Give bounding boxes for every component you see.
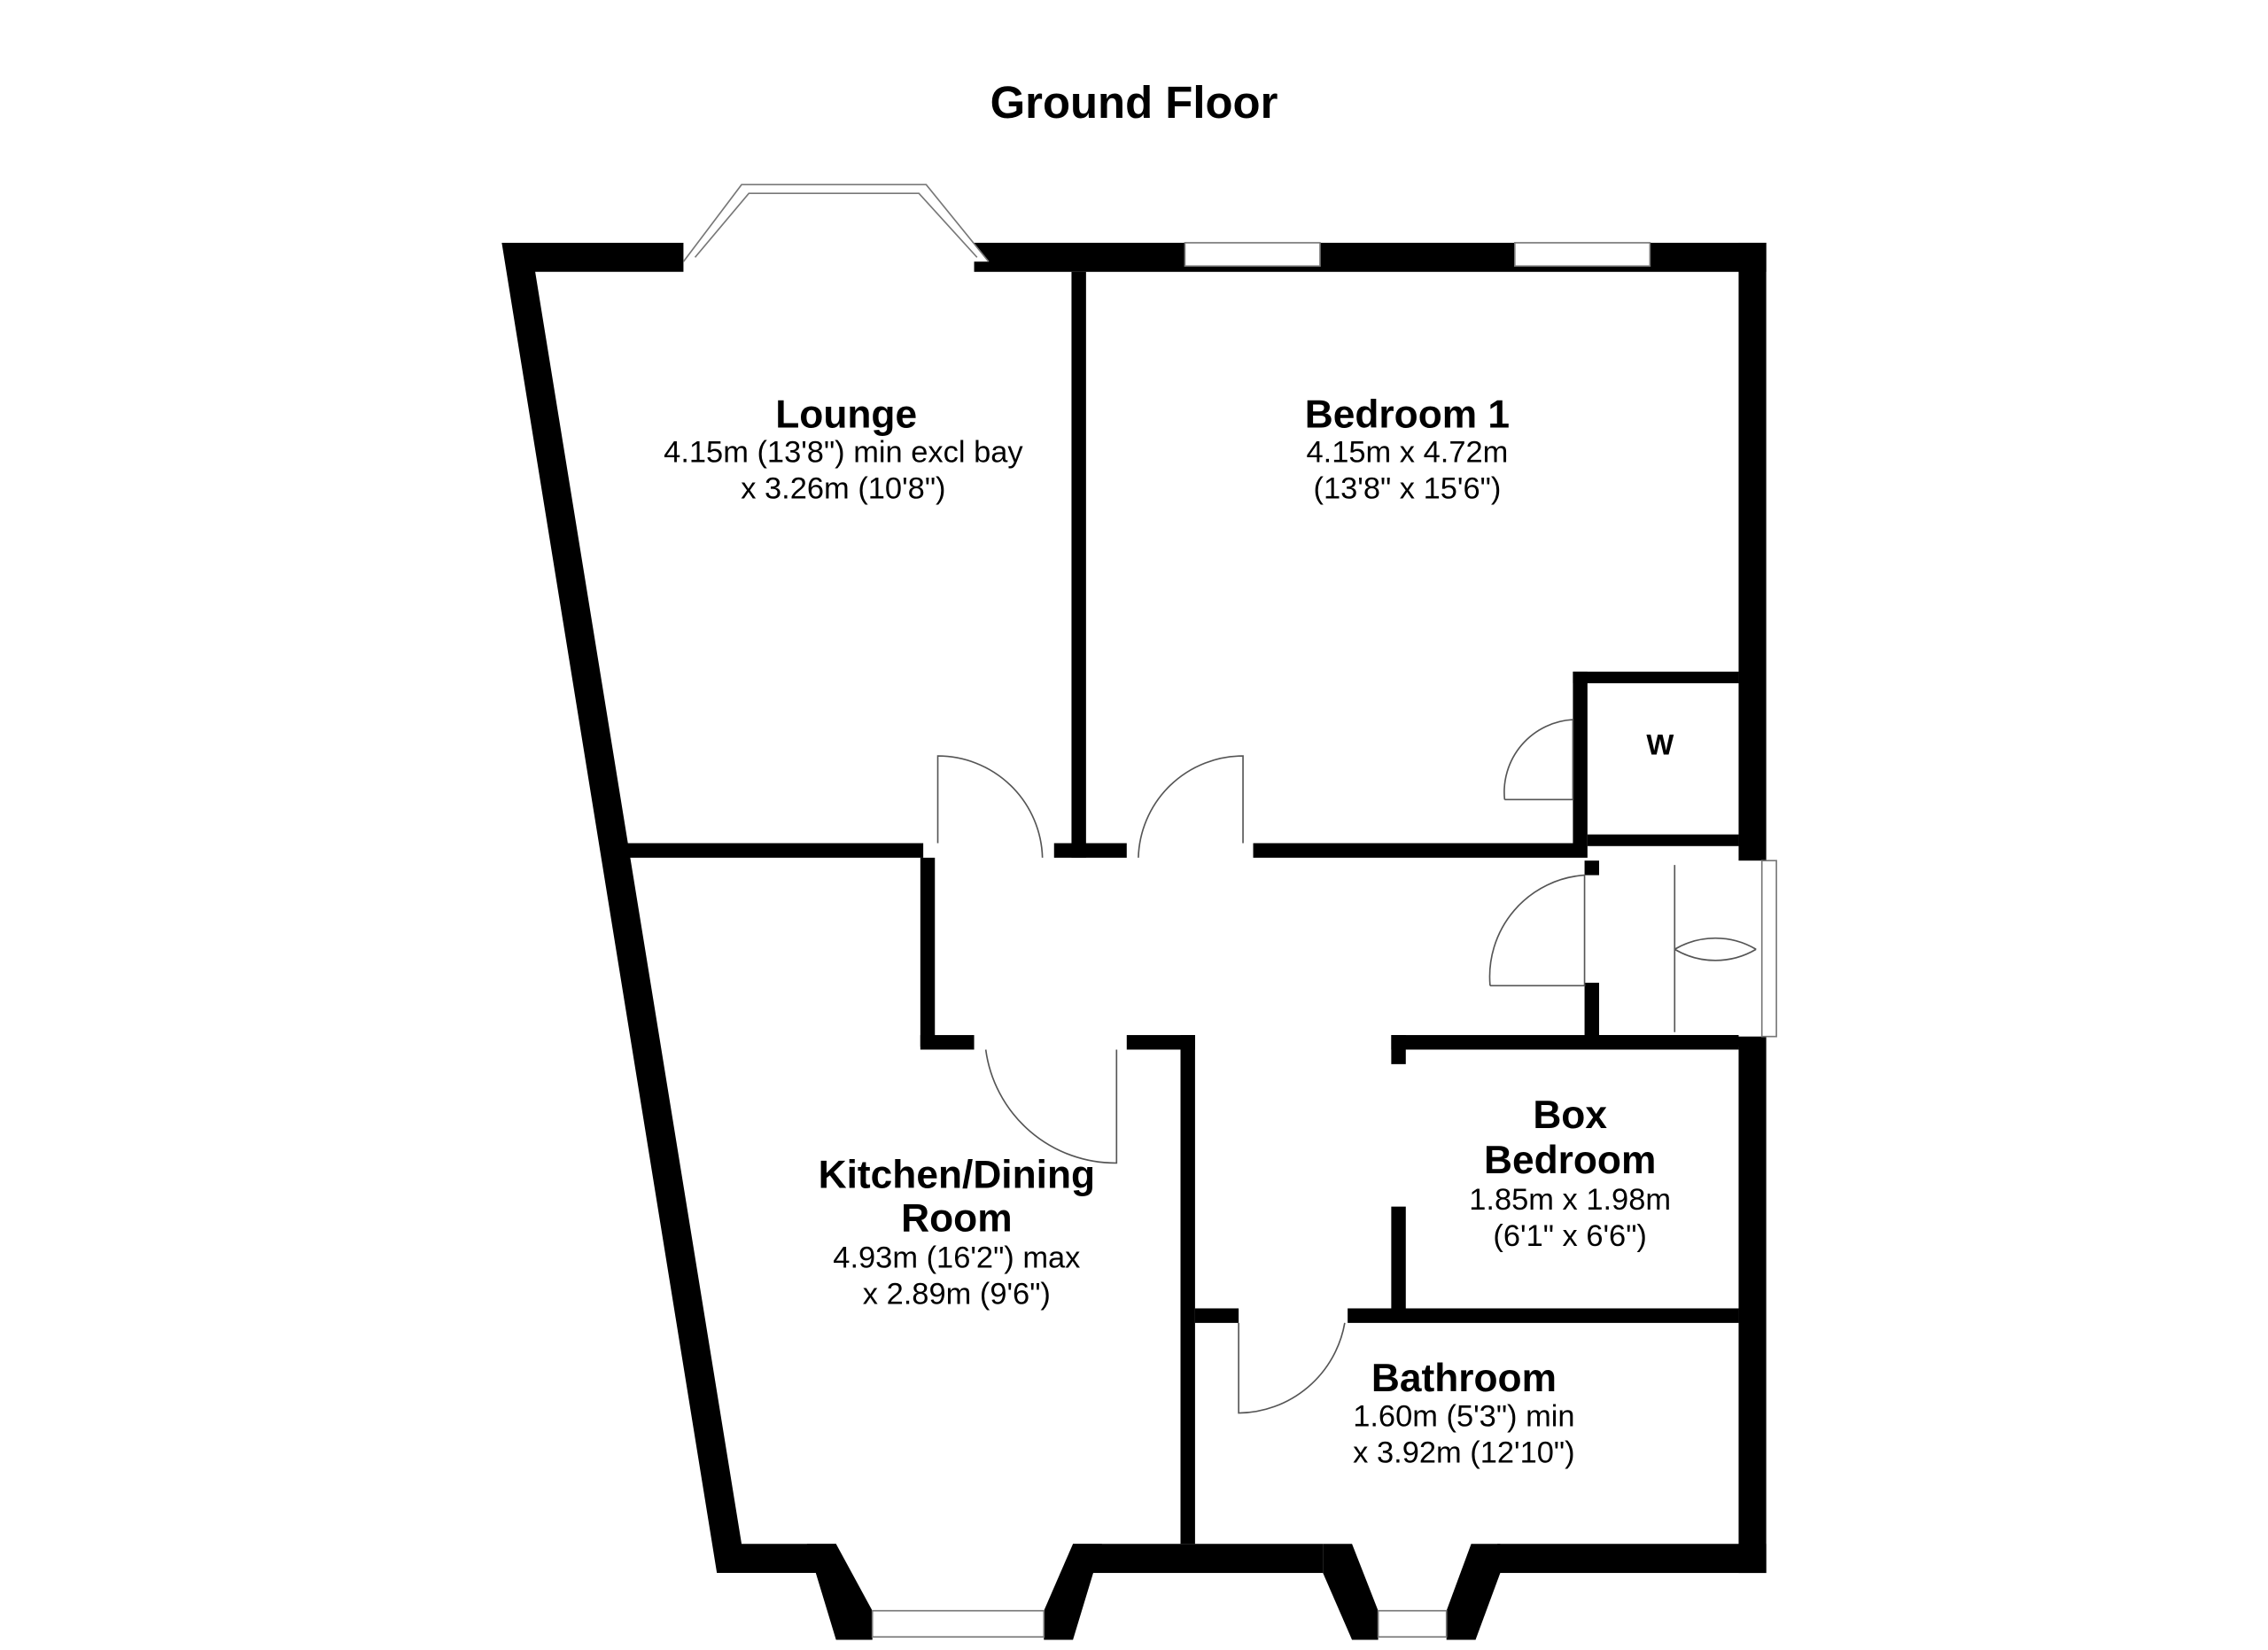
doors [936, 719, 1757, 1414]
walls [501, 242, 1767, 1640]
kitchen-dim2: x 2.89m (9'6") [863, 1278, 1051, 1311]
bathroom-dim2: x 3.92m (12'10") [1353, 1436, 1574, 1469]
wardrobe-label: W [1646, 728, 1674, 760]
door-kitchen [984, 1049, 1118, 1164]
kitchen-dim1: 4.93m (16'2") max [833, 1241, 1080, 1275]
door-cupboard [1488, 874, 1586, 987]
bathroom-name: Bathroom [1371, 1357, 1557, 1400]
window-bedroom-2 [1513, 242, 1651, 268]
door-bedroom [1138, 755, 1244, 858]
box-bedroom-name1: Box [1533, 1094, 1607, 1137]
window-right [1760, 860, 1777, 1038]
lounge-name: Lounge [775, 393, 917, 436]
floor-title: Ground Floor [990, 77, 1278, 128]
room-labels: Lounge 4.15m (13'8") min excl bay x 3.26… [664, 393, 1674, 1469]
right-wall-upper [1738, 242, 1767, 861]
window-bathroom [1377, 1609, 1448, 1638]
windows [682, 183, 1777, 1638]
kitchen-name2: Room [901, 1197, 1012, 1241]
lounge-dim2: x 3.26m (10'8") [741, 472, 945, 506]
window-bedroom-1 [1184, 242, 1321, 268]
door-wardrobe [1503, 719, 1574, 801]
bedroom1-name: Bedroom 1 [1305, 393, 1510, 436]
box-bedroom-dim2: (6'1" x 6'6") [1493, 1219, 1647, 1253]
box-bedroom-dim1: 1.85m x 1.98m [1469, 1183, 1671, 1217]
door-bathroom [1238, 1322, 1346, 1414]
box-bedroom-name2: Bedroom [1484, 1139, 1656, 1182]
kitchen-name1: Kitchen/Dining [819, 1153, 1095, 1196]
bathroom-dim1: 1.60m (5'3") min [1353, 1399, 1574, 1433]
left-wall [501, 242, 836, 1574]
bedroom1-dim2: (13'8" x 15'6") [1314, 472, 1502, 506]
bedroom1-dim1: 4.15m x 4.72m [1307, 436, 1509, 470]
right-wall-lower [1738, 1036, 1767, 1574]
window-kitchen [871, 1609, 1045, 1638]
door-lounge [936, 755, 1044, 858]
lounge-dim1: 4.15m (13'8") min excl bay [664, 436, 1023, 470]
